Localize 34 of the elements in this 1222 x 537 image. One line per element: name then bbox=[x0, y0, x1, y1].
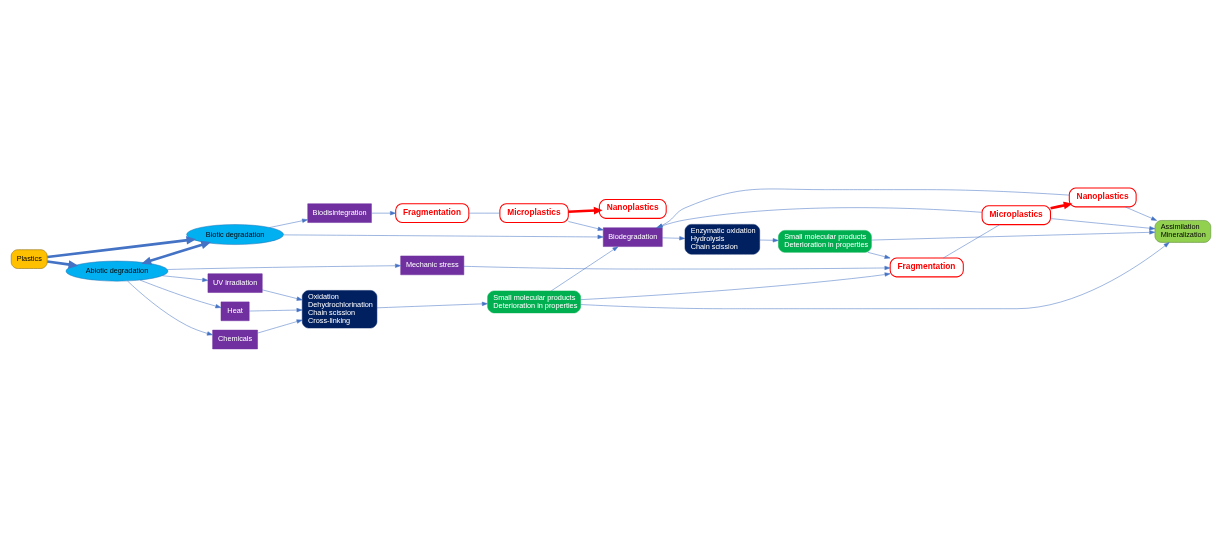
node-box: Microplastics bbox=[981, 205, 1051, 226]
arrow bbox=[376, 301, 488, 309]
arrow bbox=[662, 236, 686, 241]
connector bbox=[943, 224, 1000, 259]
arrow bbox=[568, 221, 604, 231]
arrow bbox=[580, 242, 1170, 309]
arrow bbox=[580, 272, 891, 300]
node-box: Microplastics bbox=[499, 203, 569, 224]
arrow bbox=[371, 211, 396, 216]
arrow bbox=[127, 280, 213, 336]
arrow bbox=[262, 289, 303, 301]
arrow bbox=[249, 308, 303, 313]
arrow bbox=[550, 246, 619, 292]
arrow bbox=[283, 234, 604, 240]
arrow bbox=[759, 238, 779, 243]
node-box: Nanoplastics bbox=[1068, 187, 1137, 208]
node-box: Fragmentation bbox=[889, 257, 964, 278]
arrow bbox=[47, 260, 79, 269]
node-box: Nanoplastics bbox=[598, 199, 667, 219]
arrow bbox=[167, 263, 401, 270]
arrow bbox=[162, 275, 209, 282]
arrow bbox=[47, 236, 197, 259]
arrow bbox=[1125, 206, 1157, 221]
arrow bbox=[1050, 201, 1073, 210]
arrow bbox=[139, 279, 222, 309]
arrow bbox=[1050, 218, 1156, 231]
arrow bbox=[269, 218, 308, 228]
arrow bbox=[141, 240, 211, 265]
arrow bbox=[257, 319, 303, 334]
arrow bbox=[463, 265, 891, 271]
arrow bbox=[568, 206, 603, 215]
node-box: Fragmentation bbox=[395, 203, 470, 224]
arrow bbox=[871, 230, 1156, 241]
arrow bbox=[867, 252, 891, 259]
